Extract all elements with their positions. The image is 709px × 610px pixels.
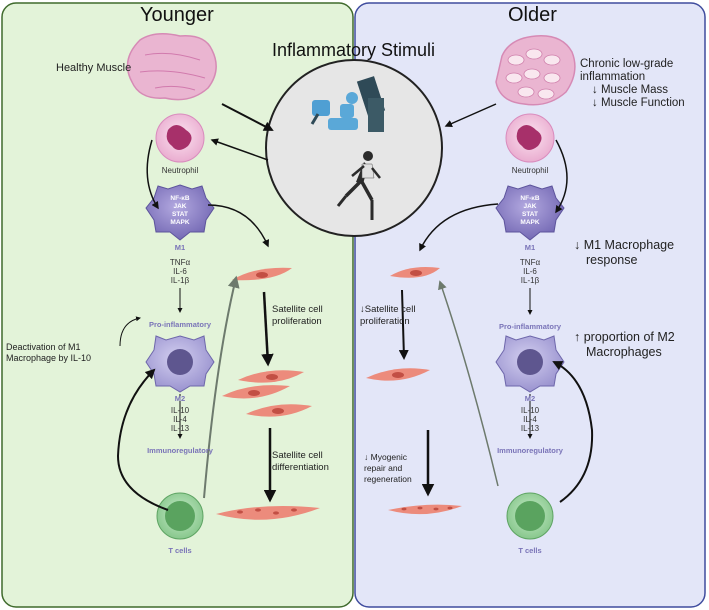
older-m1-label: M1 <box>524 243 536 252</box>
older-immunoregulatory-label: Immunoregulatory <box>497 446 563 455</box>
younger-t-cells-label: T cells <box>168 546 192 555</box>
healthy-muscle-label: Healthy Muscle <box>56 62 132 74</box>
proliferating-satellite-cells-icon <box>222 370 312 417</box>
deactivation-line: Deactivation of M1 <box>6 342 81 352</box>
cytokine: IL-4 <box>523 415 537 424</box>
m2-proportion-label: ↑ proportion of M2 Macrophages <box>574 330 675 360</box>
t-cell-icon <box>506 492 554 540</box>
older-satellite-proliferation-label: ↓Satellite cell proliferation <box>360 304 415 328</box>
m1-marker: JAK <box>523 203 536 210</box>
inflammatory-stimuli-title: Inflammatory Stimuli <box>272 40 436 60</box>
m1-marker: NF-κB <box>520 195 539 202</box>
label-line: inflammation <box>580 71 646 83</box>
proliferating-satellite-cells-icon <box>366 368 430 381</box>
cytokine: IL-6 <box>523 267 537 276</box>
m1-marker: MAPK <box>520 219 539 226</box>
m1-macrophage-icon <box>495 184 565 241</box>
inflamed-muscle-tissue-icon <box>495 35 576 106</box>
runner-icon <box>336 151 381 220</box>
younger-title: Younger <box>140 4 214 26</box>
older-t-cells-label: T cells <box>518 546 542 555</box>
younger-t-cell-to-satellite-arrow <box>203 275 240 499</box>
myofiber-icon <box>388 504 462 515</box>
myogenic-repair-label: ↓ Myogenic repair and regeneration <box>364 452 412 485</box>
m2-macrophage-icon <box>145 335 215 393</box>
label-line: ↓ M1 Macrophage <box>574 238 675 252</box>
cytokine: TNFα <box>519 258 541 267</box>
younger-cytokines-pro: TNFα IL-6 IL-1β <box>160 258 200 285</box>
t-cell-icon <box>156 492 204 540</box>
cytokine: IL-10 <box>520 406 540 415</box>
deactivation-line: Macrophage by IL-10 <box>6 353 92 363</box>
deactivation-label: Deactivation of M1 Macrophage by IL-10 <box>6 342 91 364</box>
older-t-cell-to-satellite-arrow <box>438 280 499 487</box>
neutrophil-icon <box>505 113 555 163</box>
m2-macrophage-icon <box>495 335 565 393</box>
neutrophil-icon <box>155 113 205 163</box>
label-line: ↓ Muscle Function <box>592 97 685 109</box>
m1-marker: NF-κB <box>170 195 189 202</box>
label-line: response <box>586 253 638 267</box>
satellite-cell-icon <box>390 267 440 278</box>
m1-marker: STAT <box>172 211 188 218</box>
cytokine: IL-1β <box>170 276 190 285</box>
cytokine: IL-1β <box>520 276 540 285</box>
m1-marker: JAK <box>173 203 186 210</box>
m1-marker: STAT <box>522 211 538 218</box>
younger-m1-label: M1 <box>174 243 186 252</box>
leg-press-machine-icon <box>310 76 386 132</box>
satellite-proliferation-label: Satellite cell proliferation <box>272 304 323 328</box>
label-line: differentiation <box>272 462 329 473</box>
label-line: ↓ Muscle Mass <box>592 84 669 96</box>
older-m1-markers: NF-κB JAK STAT MAPK <box>520 195 539 226</box>
label-line: ↑ proportion of M2 <box>574 330 675 344</box>
cytokine: IL-4 <box>173 415 187 424</box>
older-title: Older <box>508 4 557 26</box>
cytokine: TNFα <box>169 258 191 267</box>
older-cytokines-pro: TNFα IL-6 IL-1β <box>510 258 550 285</box>
cytokine: IL-13 <box>170 424 190 433</box>
older-cytokines-reg: IL-10 IL-4 IL-13 <box>510 406 550 433</box>
label-line: proliferation <box>360 316 410 327</box>
m1-marker: MAPK <box>170 219 189 226</box>
chronic-inflammation-label: Chronic low-grade inflammation ↓ Muscle … <box>580 58 685 110</box>
label-line: Satellite cell <box>272 450 323 461</box>
label-line: Chronic low-grade <box>580 58 674 70</box>
myofiber-icon <box>216 506 320 520</box>
label-line: repair and <box>364 463 403 473</box>
label-line: ↓Satellite cell <box>360 304 416 315</box>
cytokine: IL-10 <box>170 406 190 415</box>
healthy-muscle-tissue-icon <box>126 33 217 101</box>
satellite-cell-icon <box>232 267 292 281</box>
younger-immunoregulatory-label: Immunoregulatory <box>147 446 213 455</box>
m1-response-label: ↓ M1 Macrophage response <box>574 238 674 268</box>
younger-arrows <box>116 103 277 511</box>
older-neutrophil-label: Neutrophil <box>511 166 549 175</box>
younger-neutrophil-label: Neutrophil <box>161 166 199 175</box>
younger-cytokines-reg: IL-10 IL-4 IL-13 <box>160 406 200 433</box>
label-line: Macrophages <box>586 345 662 359</box>
inflammatory-stimuli-circle <box>265 59 443 237</box>
younger-m1-markers: NF-κB JAK STAT MAPK <box>170 195 189 226</box>
label-line: ↓ Myogenic <box>364 452 407 462</box>
m1-macrophage-icon <box>145 184 215 241</box>
older-m2-label: M2 <box>524 394 536 403</box>
label-line: Satellite cell <box>272 304 323 315</box>
younger-pro-inflammatory-label: Pro-inflammatory <box>148 320 212 329</box>
cytokine: IL-6 <box>173 267 187 276</box>
label-line: proliferation <box>272 316 322 327</box>
cytokine: IL-13 <box>520 424 540 433</box>
label-line: regeneration <box>364 474 412 484</box>
younger-m2-label: M2 <box>174 394 186 403</box>
older-pro-inflammatory-label: Pro-inflammatory <box>498 322 562 331</box>
satellite-differentiation-label: Satellite cell differentiation <box>272 450 329 474</box>
older-arrows <box>398 103 594 503</box>
